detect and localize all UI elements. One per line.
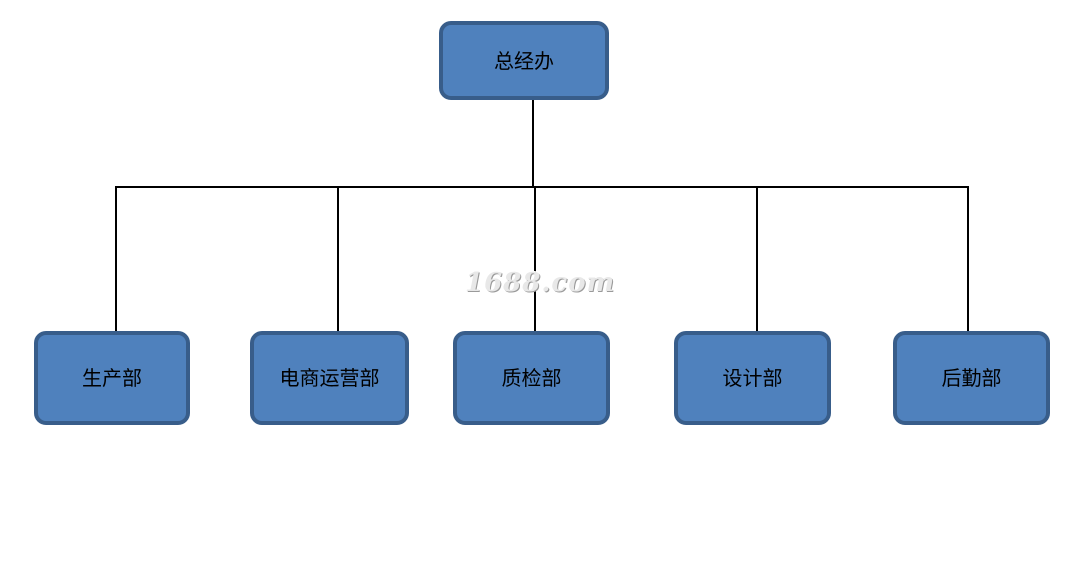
- org-node-label: 生产部: [82, 366, 142, 390]
- org-node-design: 设计部: [674, 331, 831, 425]
- org-node-ecommerce: 电商运营部: [250, 331, 409, 425]
- connector-design: [756, 187, 758, 333]
- org-node-label: 电商运营部: [279, 366, 380, 390]
- org-node-production: 生产部: [34, 331, 190, 425]
- org-node-label: 后勤部: [941, 366, 1002, 390]
- connector-qc: [534, 187, 536, 333]
- org-node-root: 总经办: [439, 21, 609, 100]
- connector-logistics: [967, 187, 969, 333]
- connector-production: [115, 187, 117, 333]
- org-node-root-label: 总经办: [494, 48, 554, 73]
- connector-horizontal-bus: [115, 186, 969, 188]
- org-node-label: 质检部: [501, 366, 562, 390]
- connector-root-down: [532, 99, 534, 187]
- org-node-logistics: 后勤部: [893, 331, 1050, 425]
- org-node-qc: 质检部: [453, 331, 610, 425]
- connector-ecommerce: [337, 187, 339, 333]
- org-node-label: 设计部: [722, 366, 783, 390]
- watermark-text: 1688.com: [465, 268, 616, 298]
